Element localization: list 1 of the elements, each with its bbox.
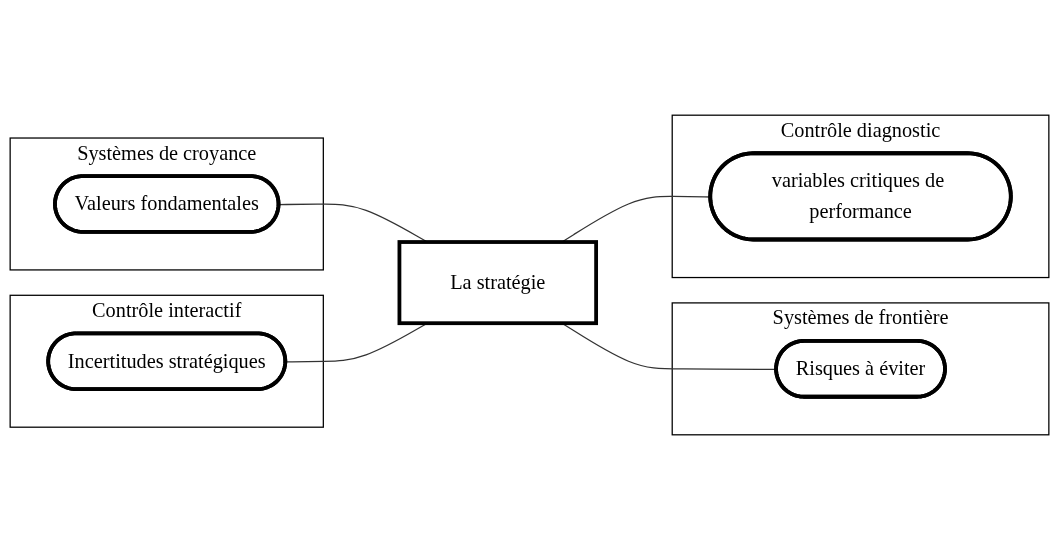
node-box: La stratégie — [397, 240, 598, 326]
